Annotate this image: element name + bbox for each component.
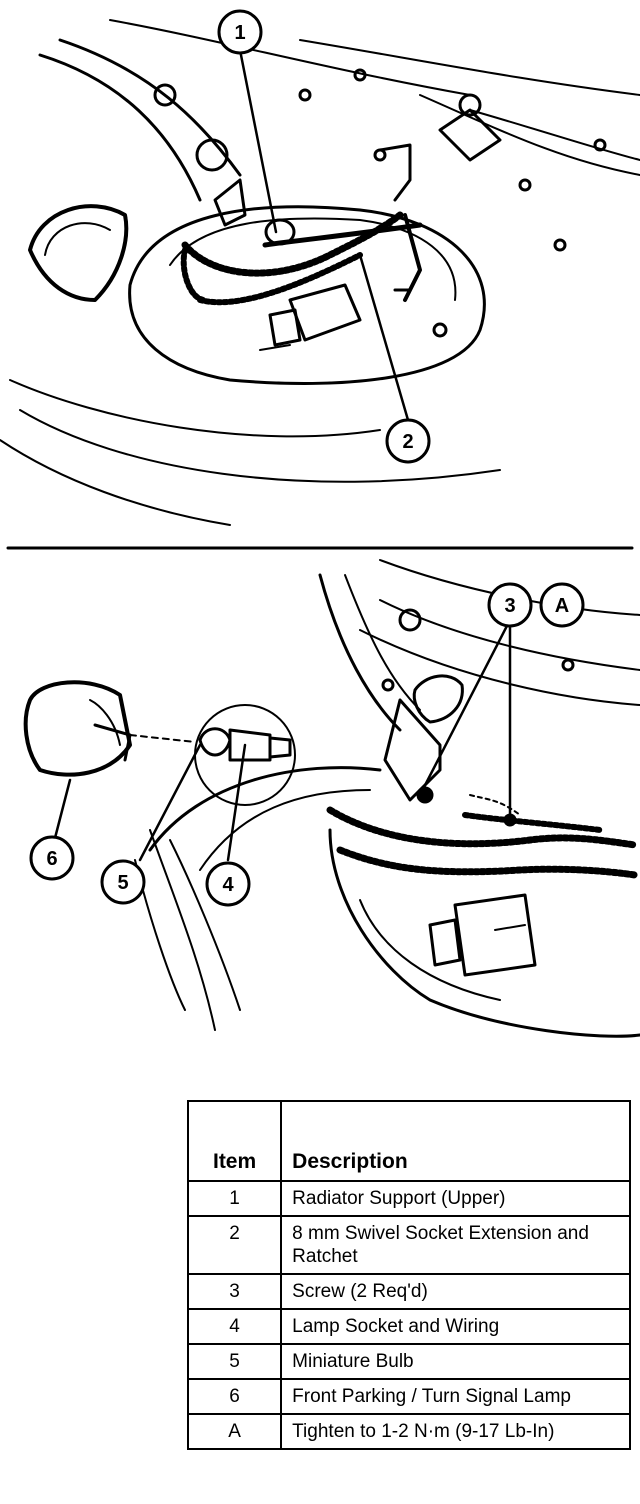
callout-2-label: 2 [402, 431, 413, 453]
table-row: 6 Front Parking / Turn Signal Lamp [186, 1378, 631, 1415]
callout-4-circle [205, 861, 251, 907]
callout-5-label: 5 [117, 872, 128, 894]
callout-3-label: 3 [504, 595, 515, 617]
legend-description: Screw (2 Req'd) [280, 1273, 631, 1310]
legend-description: Miniature Bulb [280, 1343, 631, 1380]
callout-6-label: 6 [46, 848, 57, 870]
legend-description: Lamp Socket and Wiring [280, 1308, 631, 1345]
table-row: 2 8 mm Swivel Socket Extension and Ratch… [186, 1215, 631, 1275]
legend-description: 8 mm Swivel Socket Extension and Ratchet [280, 1215, 631, 1275]
callout-1-label: 1 [234, 22, 245, 44]
legend-table: Item Description 1 Radiator Support (Upp… [186, 1100, 631, 1450]
legend-item: 1 [186, 1180, 283, 1217]
callout-3-circle [487, 582, 533, 628]
top-view-drawing [0, 19, 640, 526]
callout-A-label: A [555, 595, 569, 617]
callout-5-circle [100, 859, 146, 905]
legend-header-description: Description [280, 1100, 631, 1182]
callout-6-circle [29, 835, 75, 881]
table-row: 5 Miniature Bulb [186, 1343, 631, 1380]
table-row: 4 Lamp Socket and Wiring [186, 1308, 631, 1345]
table-row: 1 Radiator Support (Upper) [186, 1180, 631, 1217]
legend-item: 3 [186, 1273, 283, 1310]
table-row: 3 Screw (2 Req'd) [186, 1273, 631, 1310]
parking-lamp-diagram: 1 2 3 A 6 5 4 [0, 9, 640, 1038]
legend-item: A [186, 1413, 283, 1450]
legend-item: 2 [186, 1215, 283, 1275]
callout-A-circle [539, 582, 585, 628]
legend-description: Tighten to 1-2 N·m (9-17 Lb-In) [280, 1413, 631, 1450]
bottom-view-drawing [23, 559, 640, 1038]
table-row: A Tighten to 1-2 N·m (9-17 Lb-In) [186, 1413, 631, 1450]
legend-description: Front Parking / Turn Signal Lamp [280, 1378, 631, 1415]
callout-4-label: 4 [222, 874, 234, 896]
legend-header-row: Item Description [186, 1100, 631, 1182]
legend-header-item: Item [186, 1100, 283, 1182]
legend-item: 6 [186, 1378, 283, 1415]
callout-2-circle [385, 418, 431, 464]
legend-item: 4 [186, 1308, 283, 1345]
callout-1-circle [217, 9, 263, 55]
legend-description: Radiator Support (Upper) [280, 1180, 631, 1217]
legend-item: 5 [186, 1343, 283, 1380]
